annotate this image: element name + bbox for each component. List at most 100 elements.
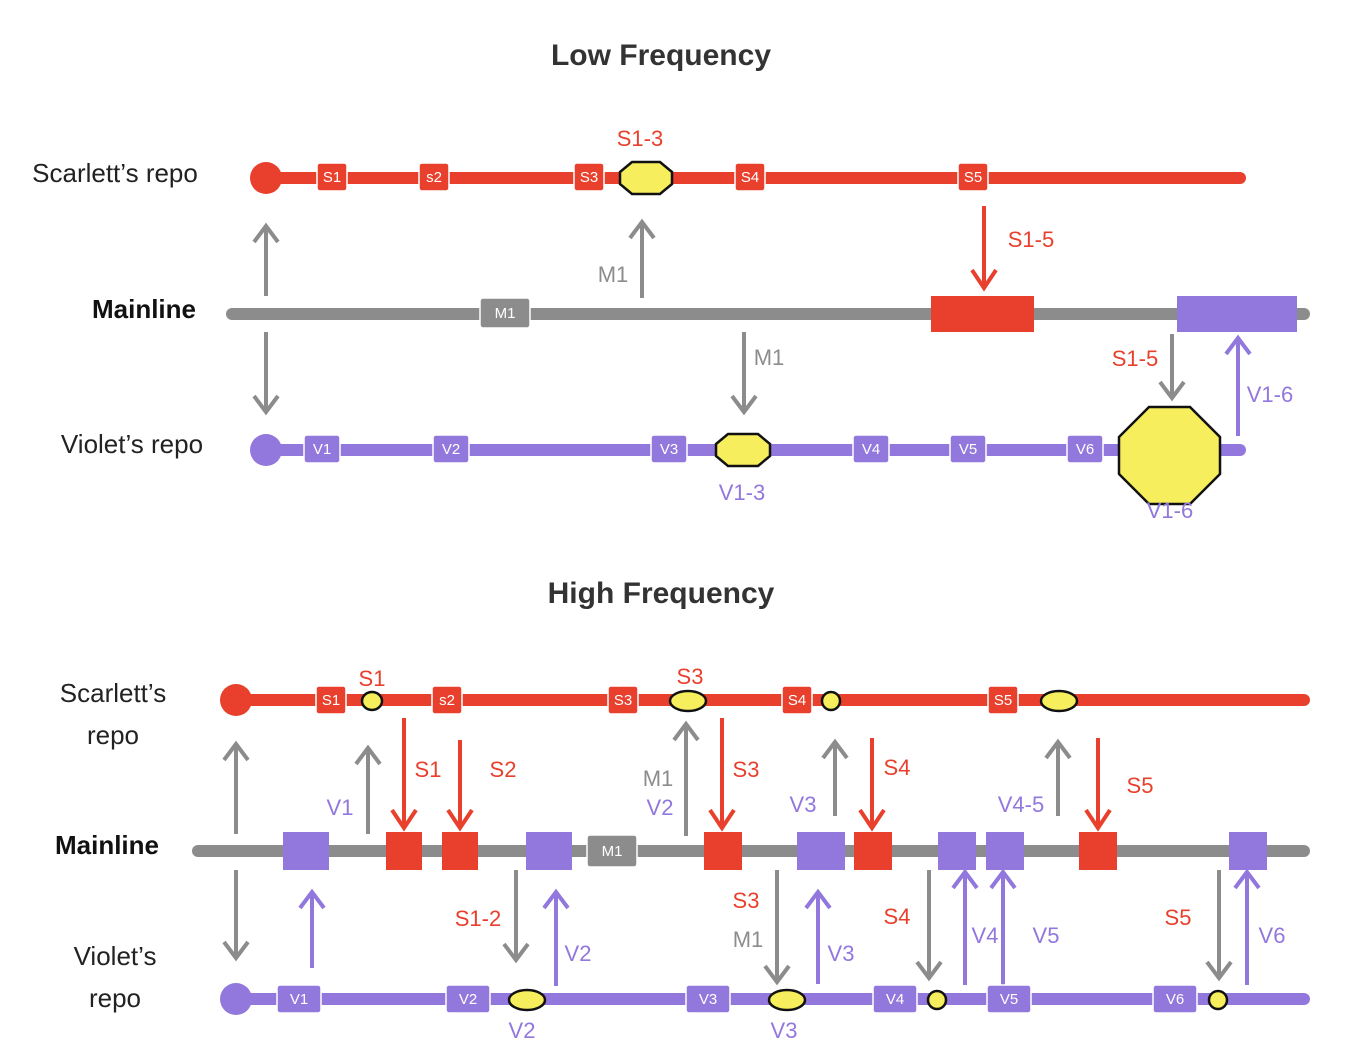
low-commit-s2: s2 <box>418 162 450 192</box>
high-v2-to-mainline-arrow <box>542 888 570 986</box>
high-label-v2-violet-up: V2 <box>565 941 592 966</box>
high-mainline-violet-block-6 <box>1229 832 1267 870</box>
low-violet-lane-label: Violet’s repo <box>61 429 203 459</box>
high-v3-to-scarlett-arrow <box>821 738 849 816</box>
high-violet-merge-1 <box>507 988 547 1012</box>
svg-text:V4: V4 <box>886 991 904 1008</box>
high-mainline-scarlett-block-1 <box>386 832 422 870</box>
high-mainline-violet-block-2 <box>526 832 572 870</box>
high-label-v4-5-up: V4-5 <box>998 792 1044 817</box>
high-scarlett-lane-label-line2: repo <box>87 720 139 750</box>
svg-text:V4: V4 <box>862 441 880 458</box>
high-v6-to-mainline-arrow <box>1233 868 1261 985</box>
high-s4-to-violet-arrow <box>915 870 943 982</box>
high-s2-to-mainline-arrow <box>446 740 474 832</box>
high-commit-s5: S5 <box>987 685 1019 715</box>
low-scarlett-branch-start <box>250 162 282 194</box>
low-commit-v4: V4 <box>852 434 890 464</box>
high-v4-5-to-scarlett-arrow <box>1044 738 1072 816</box>
high-mainline-violet-block-3 <box>797 832 845 870</box>
high-s3-m1-to-violet-arrow <box>763 870 791 986</box>
high-label-v6-violet-up: V6 <box>1259 923 1286 948</box>
svg-text:S1: S1 <box>323 169 341 186</box>
low-label-v1-6: V1-6 <box>1147 498 1193 523</box>
high-scarlett-merge-4 <box>1039 689 1079 713</box>
high-label-s2-down: S2 <box>490 757 517 782</box>
svg-text:M1: M1 <box>602 843 623 860</box>
high-v1-to-scarlett-arrow <box>354 744 382 834</box>
high-label-s3-violet: S3 <box>733 888 760 913</box>
high-label-m1-violet: M1 <box>733 927 764 952</box>
high-s5-to-mainline-arrow <box>1084 738 1112 832</box>
high-mainline-scarlett-block-4 <box>854 832 892 870</box>
low-m1-to-scarlett-arrow <box>628 218 656 298</box>
low-label-s1-5-down: S1-5 <box>1008 227 1054 252</box>
high-commit-s2: s2 <box>431 685 463 715</box>
high-mainline-scarlett-block-2 <box>442 832 478 870</box>
high-label-s5-down: S5 <box>1127 773 1154 798</box>
high-mainline-violet-block-1 <box>283 832 329 870</box>
high-mainline-to-violet-arrow <box>222 870 250 962</box>
high-label-v2-bottom: V2 <box>509 1018 536 1043</box>
svg-text:V3: V3 <box>660 441 678 458</box>
high-commit-s1: S1 <box>315 685 347 715</box>
high-commit-v4: V4 <box>872 984 918 1014</box>
svg-text:S1: S1 <box>322 692 340 709</box>
low-m1-to-violet-arrow <box>730 332 758 416</box>
high-label-m1-up: M1 <box>643 766 674 791</box>
low-commit-m1: M1 <box>479 297 531 329</box>
low-label-v1-3: V1-3 <box>719 480 765 505</box>
high-violet-lane-label-line2: repo <box>89 983 141 1013</box>
svg-text:V6: V6 <box>1166 991 1184 1008</box>
high-violet-branch-start <box>220 983 252 1015</box>
high-frequency-title: High Frequency <box>548 577 775 610</box>
low-label-m1-down: M1 <box>754 345 785 370</box>
high-label-s3-down: S3 <box>733 757 760 782</box>
high-scarlett-merge-2 <box>668 689 708 713</box>
svg-text:s2: s2 <box>426 169 442 186</box>
high-label-s4-down: S4 <box>884 755 911 780</box>
low-merge-s1-3 <box>618 160 674 196</box>
high-scarlett-merge-1 <box>360 690 384 712</box>
high-violet-lane-label-line1: Violet’s <box>74 941 157 971</box>
high-scarlett-merge-3 <box>820 690 842 712</box>
low-frequency-title: Low Frequency <box>551 39 771 72</box>
low-commit-s3: S3 <box>573 162 605 192</box>
high-commit-v6: V6 <box>1152 984 1198 1014</box>
high-label-s1-down: S1 <box>415 757 442 782</box>
high-mainline-lane-label: Mainline <box>55 830 159 860</box>
high-scarlett-branch-start <box>220 684 252 716</box>
high-label-v3-up: V3 <box>790 792 817 817</box>
low-commit-v3: V3 <box>650 434 688 464</box>
high-commit-v2: V2 <box>445 984 491 1014</box>
low-commit-v5: V5 <box>949 434 987 464</box>
svg-text:V5: V5 <box>959 441 977 458</box>
low-label-s1-5-violet: S1-5 <box>1112 346 1158 371</box>
low-commit-s5: S5 <box>957 162 989 192</box>
svg-text:V1: V1 <box>290 991 308 1008</box>
high-label-s1-top: S1 <box>359 666 386 691</box>
high-label-v4-violet-up: V4 <box>972 923 999 948</box>
low-mainline-to-violet-arrow <box>252 332 280 416</box>
svg-text:M1: M1 <box>495 305 516 322</box>
high-label-v3-bottom: V3 <box>771 1018 798 1043</box>
svg-text:V2: V2 <box>442 441 460 458</box>
low-violet-branch-start <box>250 434 282 466</box>
svg-text:V6: V6 <box>1076 441 1094 458</box>
high-label-v5-violet-up: V5 <box>1033 923 1060 948</box>
svg-text:V1: V1 <box>313 441 331 458</box>
high-violet-merge-2 <box>767 988 807 1012</box>
low-mainline-violet-merge-block <box>1177 296 1297 332</box>
high-v3-to-mainline-arrow <box>804 888 832 984</box>
svg-text:s2: s2 <box>439 692 455 709</box>
high-m1-to-scarlett-arrow <box>672 720 700 836</box>
svg-text:S5: S5 <box>994 692 1012 709</box>
low-mainline-to-scarlett-arrow <box>252 222 280 296</box>
high-v4-to-mainline-arrow <box>951 868 979 985</box>
low-mainline-scarlett-merge-block <box>931 296 1034 332</box>
high-s4-to-mainline-arrow <box>858 738 886 832</box>
high-mainline-to-scarlett-arrow <box>222 740 250 834</box>
high-v5-to-mainline-arrow <box>989 868 1017 985</box>
low-commit-v2: V2 <box>432 434 470 464</box>
svg-text:S3: S3 <box>614 692 632 709</box>
